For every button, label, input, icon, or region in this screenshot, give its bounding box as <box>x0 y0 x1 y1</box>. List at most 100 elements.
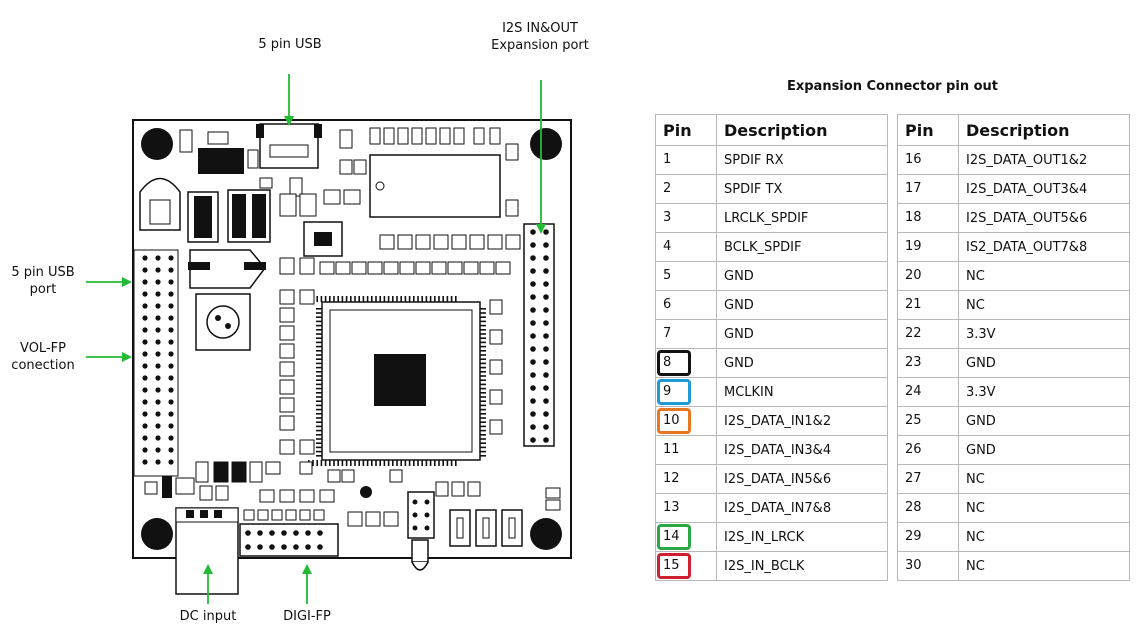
header-pin <box>543 281 549 287</box>
pin-number: 11 <box>663 442 680 457</box>
label-i2s: I2S IN&OUT Expansion port <box>480 20 600 54</box>
qfp-pin <box>316 308 322 310</box>
pin-cell: 18 <box>897 203 959 233</box>
pin-description: SPDIF RX <box>716 145 888 175</box>
mounting-hole <box>141 518 173 550</box>
qfp-pin <box>316 387 322 390</box>
qfp-pin <box>371 296 373 302</box>
header-pin <box>543 437 549 443</box>
header-pin <box>317 544 323 550</box>
header-pin <box>142 351 148 357</box>
header-pin <box>530 346 536 352</box>
pin-cell: 10 <box>655 406 717 436</box>
qfp-pin <box>396 296 398 302</box>
qfp-pin <box>480 413 486 415</box>
header-pin <box>543 385 549 391</box>
pin-number: 13 <box>663 500 680 515</box>
pin-number: 26 <box>905 442 922 457</box>
board-diagram <box>86 74 572 604</box>
qfp-pin <box>316 446 322 449</box>
led <box>411 539 429 563</box>
qfp-pin <box>425 296 428 302</box>
pin-cell: 9 <box>655 377 717 407</box>
header-pin <box>305 530 311 536</box>
pin-description: NC <box>958 261 1130 291</box>
qfp-pin <box>400 296 402 302</box>
header-pin <box>530 398 536 404</box>
header-pin <box>168 255 174 261</box>
qfp-pin <box>450 296 453 302</box>
header-pin <box>142 279 148 285</box>
qfp-pin <box>316 425 322 428</box>
qfp-pin <box>387 296 390 302</box>
header-pin <box>530 437 536 443</box>
qfp-pin <box>345 460 348 466</box>
table-row: 11 I2S_DATA_IN3&4 <box>655 435 888 465</box>
qfp-pin <box>320 296 323 302</box>
qfp-pin <box>480 450 486 453</box>
qfp-pin <box>379 460 381 466</box>
qfp-pin <box>434 460 436 466</box>
pin-cell: 7 <box>655 319 717 349</box>
label-i2s-line1: I2S IN&OUT <box>502 21 578 36</box>
header-pin <box>543 333 549 339</box>
qfp-pin <box>408 296 411 302</box>
qfp-pin <box>480 404 486 407</box>
qfp-pin <box>341 460 344 466</box>
header-pin <box>168 291 174 297</box>
qfp-pin <box>316 358 322 360</box>
header-pin <box>530 242 536 248</box>
qfp-pin <box>396 460 398 466</box>
qfp-pin <box>316 421 322 423</box>
qfp-pin <box>316 408 322 411</box>
label-vol-fp: VOL-FP conection <box>0 340 86 374</box>
pin-description: NC <box>958 464 1130 494</box>
label-i2s-line2: Expansion port <box>491 38 589 53</box>
pin-description: I2S_DATA_IN3&4 <box>716 435 888 465</box>
header-pin <box>293 530 299 536</box>
col-header-description: Description <box>716 114 888 146</box>
header-pin <box>142 411 148 417</box>
pin-number: 7 <box>663 326 672 341</box>
pin-description: I2S_DATA_IN1&2 <box>716 406 888 436</box>
header-pin <box>142 447 148 453</box>
qfp-pin <box>480 387 486 390</box>
header-pin <box>155 315 161 321</box>
header-pin <box>530 229 536 235</box>
header-pin <box>530 255 536 261</box>
pin-number: 12 <box>663 471 680 486</box>
pin-number: 17 <box>905 181 922 196</box>
qfp-pin <box>316 455 322 457</box>
pin-description: GND <box>958 406 1130 436</box>
header-pin <box>269 544 275 550</box>
qfp-pin <box>316 371 322 373</box>
qfp-die <box>374 354 426 406</box>
pin-cell: 20 <box>897 261 959 291</box>
qfp-pin <box>404 460 407 466</box>
qfp-pin <box>442 460 444 466</box>
pin-number: 15 <box>657 553 691 579</box>
qfp-pin <box>362 296 365 302</box>
header-pin <box>142 459 148 465</box>
pin-number: 22 <box>905 326 922 341</box>
pin-number: 10 <box>657 408 691 434</box>
header-pin <box>142 303 148 309</box>
header-pin <box>543 242 549 248</box>
qfp-pin <box>392 296 394 302</box>
header-pin <box>281 544 287 550</box>
qfp-pin <box>383 460 386 466</box>
qfp-pin <box>366 460 369 466</box>
qfp-pin <box>480 312 486 314</box>
header-pin <box>530 294 536 300</box>
pin-cell: 21 <box>897 290 959 320</box>
header-pin <box>543 320 549 326</box>
qfp-pin <box>316 312 322 314</box>
